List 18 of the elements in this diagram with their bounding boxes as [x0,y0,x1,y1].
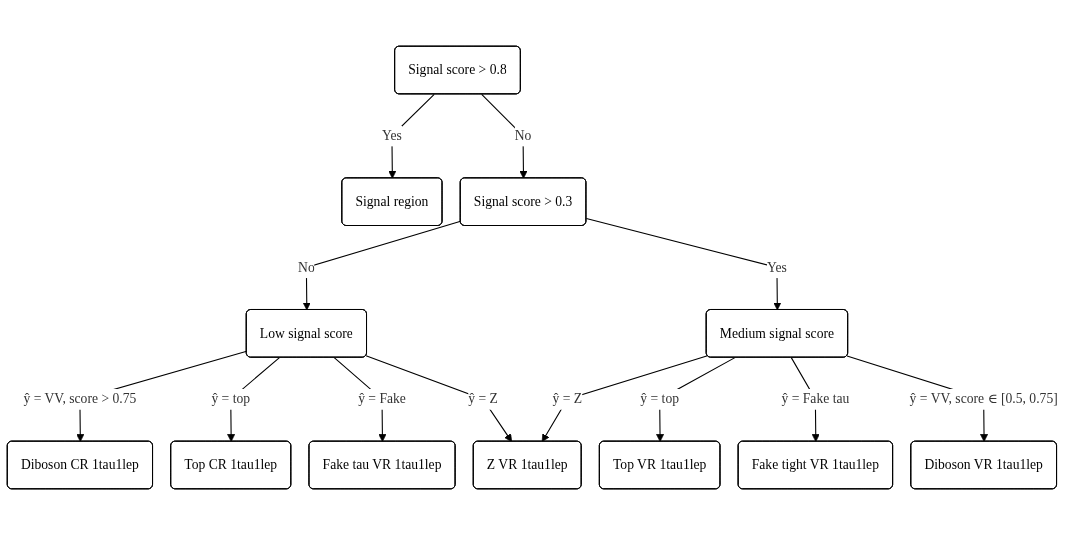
edge-label: ŷ = Z [552,391,583,407]
edge-label: No [514,128,532,143]
arrow [481,93,528,179]
edge-label: Yes [382,128,402,143]
edge-label: ŷ = Fake tau [781,391,850,407]
edge-label: ŷ = top [640,391,680,407]
edge-label: ŷ = VV, score > 0.75 [23,391,137,407]
arrow [585,217,782,311]
edge-label: Yes [767,260,787,275]
edge-label: ŷ = top [211,391,251,407]
arrow [302,220,462,311]
arrow [365,355,513,442]
edge-label: ŷ = VV, score ∈ [0.5, 0.75] [909,391,1058,407]
arrow [388,93,435,179]
edge-label: No [298,260,315,275]
arrow [541,355,709,442]
edge-label: ŷ = Z [468,391,498,407]
edge-label: ŷ = Fake [358,391,406,407]
